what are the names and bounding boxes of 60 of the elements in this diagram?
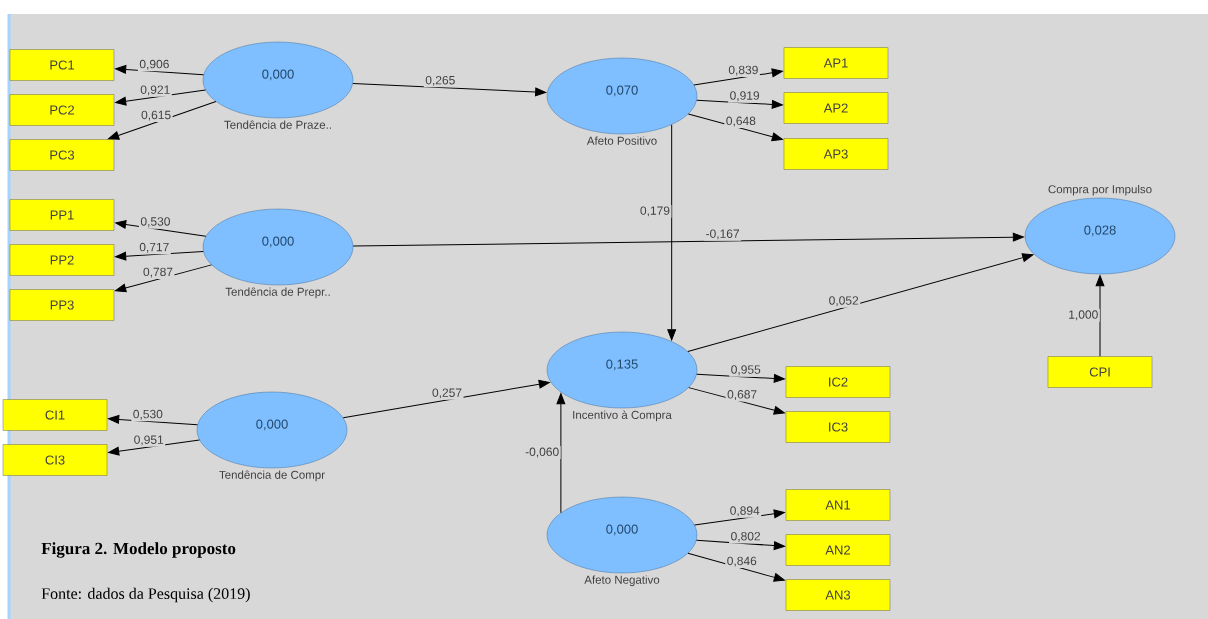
construct-name: Compra por Impulso <box>1048 184 1152 196</box>
construct-name: Tendência de Praze.. <box>224 120 331 129</box>
indicator-box: CI1 <box>2 399 108 431</box>
arrow <box>115 264 213 293</box>
arrow <box>696 373 785 383</box>
edge-label: -0,060 <box>523 446 561 459</box>
indicator-box: PP2 <box>9 244 115 276</box>
arrow <box>687 253 1034 353</box>
indicator-box: AN2 <box>785 534 891 566</box>
arrow <box>694 509 785 526</box>
source-note: Fonte: dados da Pesquisa (2019) <box>41 587 250 603</box>
arrow <box>1095 275 1105 357</box>
edge-label: 0,802 <box>729 530 763 544</box>
indicator-box: IC3 <box>785 411 891 443</box>
indicator-box: PC2 <box>9 94 115 126</box>
arrow <box>108 415 198 426</box>
edge-label: 0,717 <box>137 241 171 255</box>
edge-label: 0,839 <box>726 64 760 78</box>
edge-label: 0,648 <box>724 115 758 128</box>
indicator-box: AP2 <box>783 92 889 124</box>
edge-label: 0,846 <box>725 555 759 569</box>
arrow <box>115 251 204 261</box>
arrow <box>108 101 217 140</box>
construct-name: Tendência de Compr <box>219 470 325 482</box>
arrow <box>696 539 785 550</box>
indicator-box: PC1 <box>9 49 115 81</box>
indicator-box: AN3 <box>785 579 891 611</box>
indicator-box: AN1 <box>785 489 891 521</box>
figure-caption: Figura 2. Modelo proposto <box>41 542 236 558</box>
arrow <box>115 65 204 76</box>
arrow <box>667 124 677 341</box>
arrow <box>693 68 783 86</box>
construct-name: Incentivo à Compra <box>573 410 672 422</box>
edge-label: 0,615 <box>139 109 173 123</box>
arrow <box>688 387 785 415</box>
edge-label: 0,265 <box>423 74 457 88</box>
arrow <box>115 89 206 106</box>
construct-name: Afeto Negativo <box>584 575 660 587</box>
construct-name: Tendência de Prepr.. <box>225 287 330 299</box>
indicator-box: AP3 <box>783 138 889 170</box>
construct-name: Afeto Positivo <box>586 136 657 145</box>
arrow <box>352 232 1024 247</box>
arrow <box>342 379 550 419</box>
indicator-box: PP3 <box>9 289 115 321</box>
arrow <box>687 113 783 142</box>
arrow <box>556 393 566 514</box>
arrow <box>687 552 785 582</box>
edge-label: 0,530 <box>131 408 165 422</box>
arrow <box>108 439 200 456</box>
indicator-box: PC3 <box>9 139 115 171</box>
indicator-box: CPI <box>1047 356 1153 388</box>
edge-label: 0,906 <box>137 58 171 72</box>
indicator-box: AP1 <box>783 47 889 79</box>
indicator-box: PP1 <box>9 199 115 231</box>
edge-label: 0,787 <box>141 266 175 280</box>
arrow <box>352 83 547 97</box>
indicator-box: CI3 <box>2 444 108 476</box>
arrow <box>696 99 783 109</box>
indicator-box: IC2 <box>785 366 891 398</box>
arrow <box>115 220 207 237</box>
